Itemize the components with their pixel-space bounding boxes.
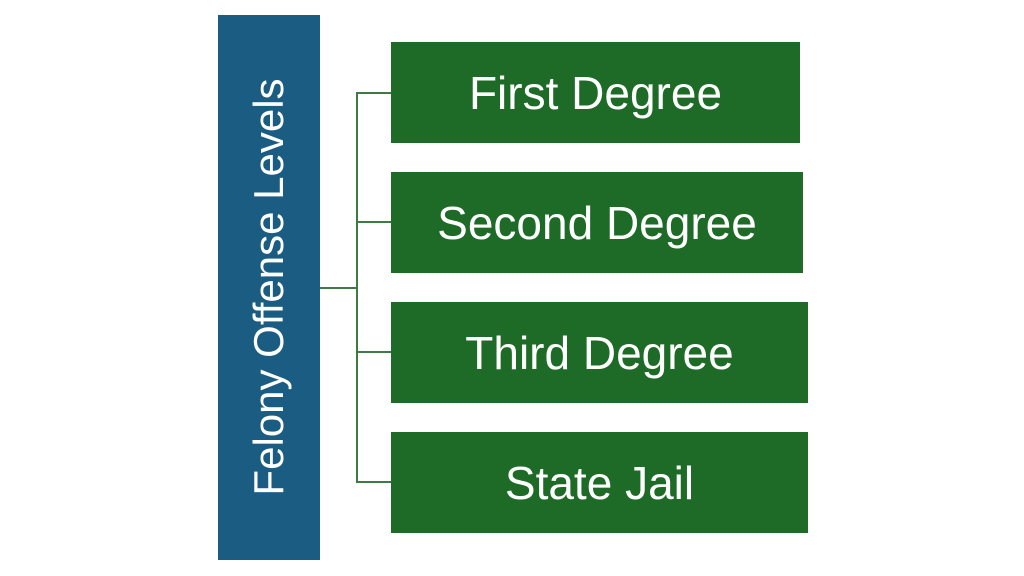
connector-branch-3 (356, 351, 391, 353)
node-label: Second Degree (437, 196, 757, 249)
node-label: First Degree (468, 66, 723, 119)
connector-branch-2 (356, 221, 391, 223)
connector-spine (356, 92, 358, 483)
connector-branch-1 (356, 92, 391, 94)
connector-branch-4 (356, 481, 391, 483)
node-third-degree: Third Degree (391, 302, 808, 403)
node-second-degree: Second Degree (391, 172, 803, 273)
node-label: Third Degree (465, 326, 734, 379)
node-first-degree: First Degree (391, 42, 800, 143)
node-label: State Jail (504, 456, 695, 509)
node-state-jail: State Jail (391, 432, 808, 533)
connector-trunk (320, 287, 357, 289)
root-label: Felony Offense Levels (245, 78, 292, 496)
root-node: Felony Offense Levels (218, 15, 320, 560)
